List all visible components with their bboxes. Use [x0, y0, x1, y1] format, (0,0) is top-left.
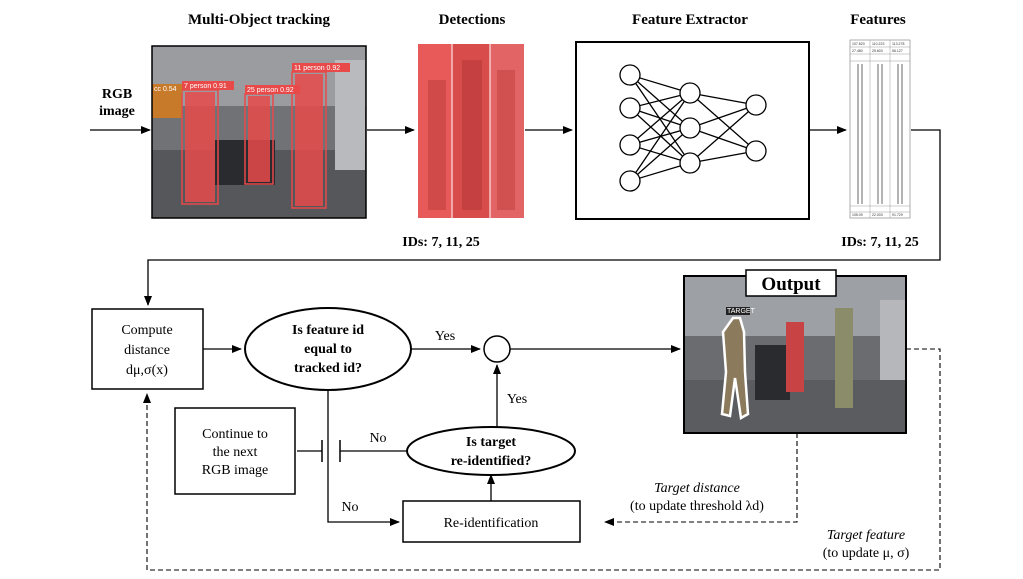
label-no1: No [341, 500, 358, 515]
decision1-line3: tracked id? [294, 361, 362, 376]
feature-cell-f3: 91.729 [892, 213, 903, 217]
target-feature-line1: Target feature [827, 528, 905, 543]
ids-detections: IDs: 7, 11, 25 [402, 235, 479, 250]
feature-cell-f1: 105.09 [852, 213, 863, 217]
target-feature-line2: (to update μ, σ) [823, 546, 910, 561]
continue-box [174, 407, 296, 495]
feature-cell-r1: 27.480 [852, 49, 863, 53]
title-tracking: Multi-Object tracking [188, 12, 331, 28]
title-detections: Detections [439, 12, 506, 28]
ids-features: IDs: 7, 11, 25 [841, 235, 918, 250]
label-yes2: Yes [507, 392, 527, 407]
tracking-image: cc 0.54 7 person 0.91 25 person 0.92 11 … [152, 46, 366, 218]
continue-line1: Continue to [202, 427, 268, 442]
output-title-box [745, 269, 837, 297]
track-label-1: 7 person 0.91 [184, 83, 227, 90]
input-label-line1: RGB [102, 87, 132, 102]
feature-cell-r3: 56.127 [892, 49, 903, 53]
reid-box [402, 500, 581, 543]
track-label-3: 11 person 0.92 [294, 65, 340, 72]
continue-line2: the next [213, 445, 258, 460]
features-table: 107.820 110.223 113.278 27.480 25.603 56… [849, 39, 911, 219]
decision2-line2: re-identified? [451, 454, 532, 469]
arrow-target-feature-feedback [143, 348, 941, 571]
track-label-0: cc 0.54 [154, 86, 177, 93]
arrow-features-to-compute [144, 129, 941, 306]
target-person-outline [720, 316, 750, 420]
title-features: Features [850, 12, 906, 28]
output-title: Output [761, 274, 821, 295]
feature-cell-h2: 110.223 [872, 42, 884, 46]
label-yes1: Yes [435, 329, 455, 344]
decision1-line2: equal to [304, 342, 352, 357]
arrow-target-distance-feedback [604, 433, 798, 526]
neural-network-icon [619, 64, 767, 192]
compute-line1: Compute [121, 323, 172, 338]
input-label-line2: image [99, 104, 135, 119]
continue-line3: RGB image [202, 463, 269, 478]
junction-node [483, 335, 511, 363]
target-tag: TARGET [727, 308, 756, 315]
arrow-no1 [327, 390, 400, 526]
feature-cell-h3: 113.278 [892, 42, 904, 46]
title-extractor: Feature Extractor [632, 12, 748, 28]
tracking-frame [151, 45, 367, 219]
decision1-line1: Is feature id [292, 323, 364, 338]
compute-line2: distance [124, 343, 170, 358]
track-label-2: 25 person 0.92 [247, 87, 294, 94]
label-no2: No [369, 431, 386, 446]
feature-cell-r2: 25.603 [872, 49, 883, 53]
target-distance-line1: Target distance [654, 481, 740, 496]
feature-cell-f2: 22.003 [872, 213, 883, 217]
target-distance-line2: (to update threshold λd) [630, 499, 764, 514]
detection-crops [418, 44, 524, 218]
feature-cell-h1: 107.820 [852, 42, 865, 46]
reid-label: Re-identification [444, 516, 539, 531]
output-image: TARGET [684, 276, 906, 433]
compute-line3: dμ,σ(x) [126, 363, 168, 378]
decision2-line1: Is target [466, 435, 516, 450]
